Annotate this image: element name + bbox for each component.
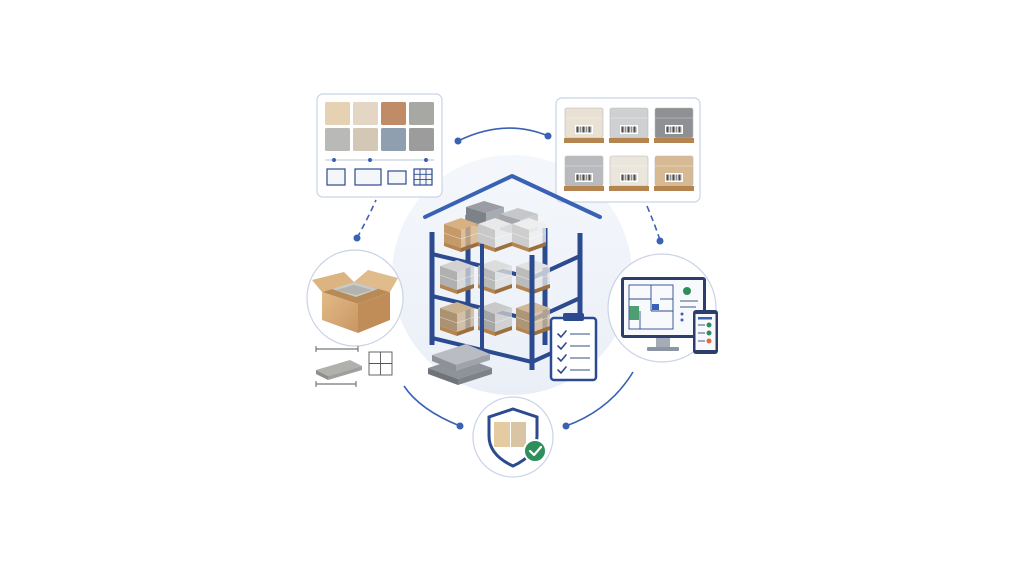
connector-barcode-tracking [646,205,661,241]
pallet-stack [515,302,551,336]
pallet-stack [477,218,513,252]
node-catalog [316,93,443,198]
barcoded-pallet [564,107,604,143]
tile-dimension-icon [315,346,393,387]
catalog-slider-dot [424,158,428,162]
barcoded-pallet [564,155,604,191]
barcoded-pallet [654,107,694,143]
connector-dot [562,422,570,430]
size-option-medium [387,170,407,185]
barcode-label-icon [575,125,593,134]
pallet-stack [443,218,479,252]
warehouse-roof-icon [423,174,602,219]
barcode-label-icon [575,173,593,182]
tile-swatch [325,102,350,125]
pallet-stack [515,260,551,294]
barcode-label-icon [620,173,638,182]
tile-swatch [409,128,434,151]
connector-dot [353,234,361,242]
monitor-base [647,347,679,351]
connector-dot [454,137,462,145]
tile-swatch [381,102,406,125]
connectors [353,127,664,430]
connector-quality-packaging [403,385,461,427]
barcoded-pallet [654,155,694,191]
catalog-slider-dot [332,158,336,162]
pallet-stack [511,218,547,252]
node-packaging [306,249,404,387]
catalog-slider-dot [368,158,372,162]
size-option-square [326,168,346,186]
size-option-grid-icon [413,168,433,186]
tile-swatch [325,128,350,151]
clipboard-checklist-icon [549,313,598,382]
connector-catalog-barcode [457,127,549,142]
connector-tracking-quality [565,371,634,427]
pallet-stack [439,302,475,336]
tile-swatch-catalog-icon [325,102,434,151]
barcode-label-icon [665,125,683,134]
barcoded-pallet [609,155,649,191]
size-option-wide [354,168,382,186]
cardboard-box-icon [312,270,398,333]
connector-packaging-catalog [356,199,377,239]
phone-icon [693,310,718,354]
node-quality [472,396,554,478]
pallet-stack [439,260,475,294]
node-barcode [555,97,701,203]
barcode-label-icon [620,125,638,134]
connector-dot [544,132,552,140]
barcoded-pallets-icon [564,107,694,191]
node-tracking [607,253,718,363]
node-warehouse-hub [423,174,602,385]
tile-swatch [353,128,378,151]
barcode-label-icon [665,173,683,182]
tile-swatch [353,102,378,125]
shield-check-icon [487,407,547,468]
connector-dot [456,422,464,430]
loose-stone-slabs-icon [428,344,492,385]
monitor-neck [656,338,670,347]
barcoded-pallet [609,107,649,143]
connector-dot [656,237,664,245]
monitor-floorplan-icon [621,277,706,351]
warehouse-shelving-icon [429,201,583,370]
tile-swatch [409,102,434,125]
tile-swatch [381,128,406,151]
